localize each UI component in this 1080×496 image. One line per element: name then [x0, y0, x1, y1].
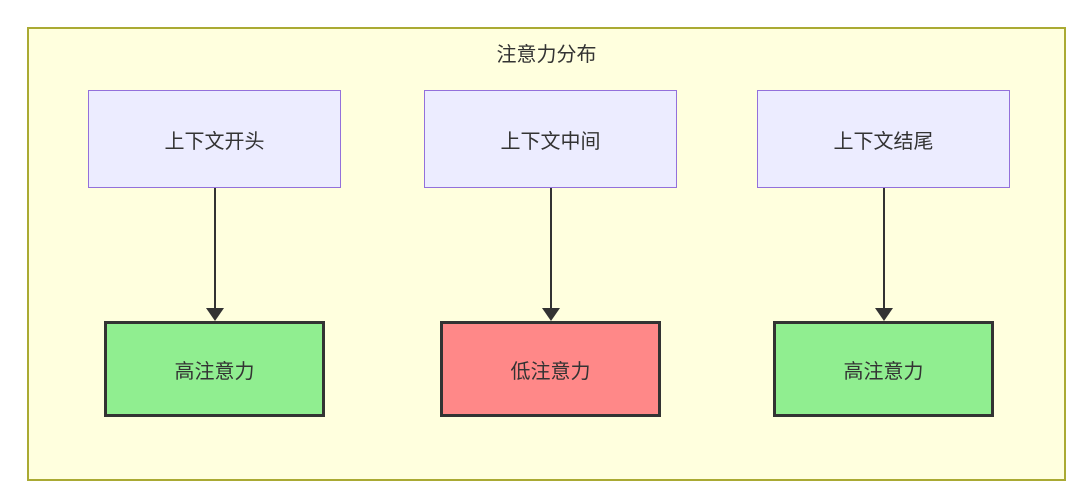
arrow-shaft: [213, 188, 216, 309]
diagram-title: 注意力分布: [496, 44, 597, 66]
flow-column-context-end: 上下文结尾 高注意力: [757, 90, 1010, 417]
arrowhead-icon: [541, 308, 560, 321]
node-context-end-label: 上下文结尾: [833, 130, 934, 153]
node-context-middle-label: 上下文中间: [500, 130, 601, 153]
arrow-shaft: [882, 188, 885, 309]
node-context-start-label: 上下文开头: [164, 130, 265, 153]
arrow-down-icon: [757, 188, 1010, 321]
arrow-down-icon: [88, 188, 341, 321]
node-attention-low: 低注意力: [440, 321, 661, 417]
node-context-end: 上下文结尾: [757, 90, 1010, 188]
arrow-down-icon: [424, 188, 677, 321]
arrow-shaft: [549, 188, 552, 309]
node-attention-high-left: 高注意力: [104, 321, 325, 417]
node-context-middle: 上下文中间: [424, 90, 677, 188]
node-context-start: 上下文开头: [88, 90, 341, 188]
arrowhead-icon: [205, 308, 224, 321]
attention-distribution-group: 注意力分布 上下文开头 高注意力 上下文中间 低注意力: [27, 27, 1066, 481]
flow-column-context-start: 上下文开头 高注意力: [88, 90, 341, 417]
arrowhead-icon: [874, 308, 893, 321]
node-attention-high-right-label: 高注意力: [843, 360, 924, 383]
node-attention-high-right: 高注意力: [773, 321, 994, 417]
node-attention-high-left-label: 高注意力: [174, 360, 255, 383]
node-attention-low-label: 低注意力: [510, 360, 591, 383]
flow-column-context-middle: 上下文中间 低注意力: [424, 90, 677, 417]
